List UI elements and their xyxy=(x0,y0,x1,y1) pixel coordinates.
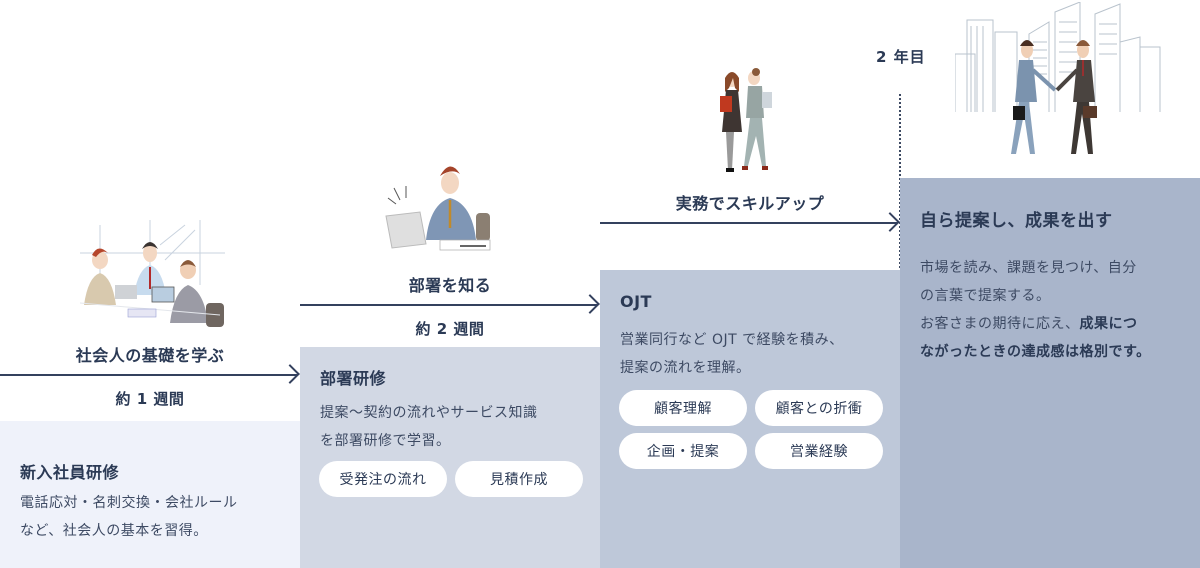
step-4-desc-line-2: の言葉で提案する。 xyxy=(920,288,1051,304)
step-2-desc-line-1: 提案〜契約の流れやサービス知識 xyxy=(320,405,538,421)
step-1-desc-line-1: 電話応対・名刺交換・会社ルール xyxy=(20,495,238,511)
step-1-desc-line-2: など、社会人の基本を習得。 xyxy=(20,523,208,539)
tag-estimate[interactable]: 見積作成 xyxy=(455,461,583,497)
tag-customer-understanding[interactable]: 顧客理解 xyxy=(619,390,747,426)
tag-customer-negotiation[interactable]: 顧客との折衝 xyxy=(755,390,883,426)
step-3-desc-line-2: 提案の流れを理解。 xyxy=(620,360,751,376)
step-2-title: 部署研修 xyxy=(320,369,387,388)
laptop-worker-illustration xyxy=(385,166,491,251)
step-3-desc-line-1: 営業同行など OJT で経験を積み、 xyxy=(620,332,844,348)
step-2-description: 提案〜契約の流れやサービス知識 を部署研修で学習。 xyxy=(320,399,538,455)
year-marker-label: 2 年目 xyxy=(876,48,926,66)
step-1-duration: 約 1 週間 xyxy=(115,390,185,408)
step-1-description: 電話応対・名刺交換・会社ルール など、社会人の基本を習得。 xyxy=(20,489,238,545)
step-3-arrow-icon xyxy=(600,222,898,224)
step-4-card: 自ら提案し、成果を出す 市場を読み、課題を見つけ、自分 の言葉で提案する。 お客… xyxy=(900,178,1200,568)
step-2-duration: 約 2 週間 xyxy=(415,320,485,338)
step-4-description: 市場を読み、課題を見つけ、自分 の言葉で提案する。 お客さまの期待に応え、成果に… xyxy=(920,254,1151,366)
step-2-card: 部署研修 提案〜契約の流れやサービス知識 を部署研修で学習。 受発注の流れ 見積… xyxy=(300,347,600,568)
step-1-label: 社会人の基礎を学ぶ xyxy=(75,346,225,365)
step-1-title: 新入社員研修 xyxy=(20,463,120,482)
tag-sales-experience[interactable]: 営業経験 xyxy=(755,433,883,469)
step-2-arrow-icon xyxy=(300,304,598,306)
step-3-card: OJT 営業同行など OJT で経験を積み、 提案の流れを理解。 顧客理解 顧客… xyxy=(600,270,900,568)
step-1-card: 新入社員研修 電話応対・名刺交換・会社ルール など、社会人の基本を習得。 xyxy=(0,421,300,568)
handshake-city-illustration xyxy=(955,2,1161,154)
step-1-arrow-icon xyxy=(0,374,298,376)
step-3-title: OJT xyxy=(620,292,652,311)
step-2-tags: 受発注の流れ 見積作成 xyxy=(319,461,583,497)
step-4-title: 自ら提案し、成果を出す xyxy=(920,211,1113,231)
step-2-desc-line-2: を部署研修で学習。 xyxy=(320,433,451,449)
tag-planning-proposal[interactable]: 企画・提案 xyxy=(619,433,747,469)
step-4-desc-line-4: ながったときの達成感は格別です。 xyxy=(920,344,1151,360)
step-4-desc-line-1: 市場を読み、課題を見つけ、自分 xyxy=(920,260,1137,276)
step-3-tags: 顧客理解 顧客との折衝 企画・提案 営業経験 xyxy=(619,390,883,469)
step-2-label: 部署を知る xyxy=(408,276,492,295)
step-3-label: 実務でスキルアップ xyxy=(675,194,825,213)
walking-colleagues-illustration xyxy=(720,68,772,172)
step-3-description: 営業同行など OJT で経験を積み、 提案の流れを理解。 xyxy=(620,326,844,382)
step-4-desc-line-3: お客さまの期待に応え、成果につ xyxy=(920,316,1138,332)
tag-order-flow[interactable]: 受発注の流れ xyxy=(319,461,447,497)
team-meeting-illustration xyxy=(79,220,225,327)
